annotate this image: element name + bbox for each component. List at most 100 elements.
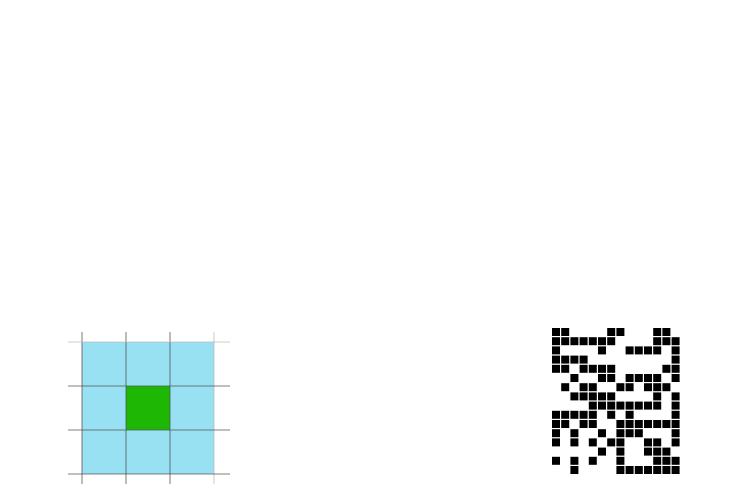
pattern-pixel — [644, 374, 652, 382]
grid-cell — [82, 342, 126, 386]
pattern-pixel — [653, 438, 662, 447]
pattern-pixel — [588, 364, 597, 373]
pattern-pixel — [616, 456, 625, 465]
pattern-pixel — [579, 383, 588, 392]
pattern-pixel — [616, 328, 625, 336]
pattern-pixel — [671, 374, 680, 382]
pattern-pixel — [579, 410, 588, 419]
pattern-pixel — [607, 337, 616, 346]
pattern-pixel — [625, 420, 634, 428]
pattern-pixel — [662, 447, 671, 456]
pattern-pixel — [607, 392, 616, 401]
pattern-pixel — [570, 410, 579, 419]
pattern-pixel — [634, 346, 643, 355]
pattern-pixel — [598, 392, 606, 401]
pattern-pixel — [634, 420, 643, 428]
pattern-pixel — [561, 410, 570, 419]
pattern-pixel — [598, 364, 606, 373]
pattern-pixel — [662, 456, 671, 465]
pattern-pixel — [653, 383, 662, 392]
pattern-pixel — [644, 438, 652, 447]
pattern-pixel — [671, 466, 680, 474]
pattern-pixel — [634, 374, 643, 382]
pattern-pixel — [625, 346, 634, 355]
pattern-pixel — [653, 392, 662, 401]
pattern-pixel — [644, 420, 652, 428]
pattern-pixel — [671, 364, 680, 373]
pattern-pixel — [653, 456, 662, 465]
grid-cell — [126, 342, 170, 386]
pattern-pixel — [561, 355, 570, 364]
pattern-pixel — [570, 466, 579, 474]
pattern-pixel — [625, 383, 634, 392]
pattern-pixel — [616, 447, 625, 456]
pattern-pixel — [570, 355, 579, 364]
grid-diagram — [68, 332, 230, 484]
pattern-pixel — [579, 337, 588, 346]
pattern-pixel — [588, 383, 597, 392]
pattern-pixel — [616, 438, 625, 447]
pattern-pixel — [671, 420, 680, 428]
grid-cell — [170, 342, 214, 386]
pattern-pixel — [598, 447, 606, 456]
pattern-pixel — [625, 401, 634, 410]
pattern-pixel — [552, 337, 560, 346]
pattern-pixel — [653, 346, 662, 355]
pattern-pixel — [644, 466, 652, 474]
pattern-pixel — [588, 401, 597, 410]
grid-cell — [126, 430, 170, 474]
pixel-pattern — [552, 328, 680, 474]
pattern-pixel — [644, 447, 652, 456]
pattern-pixel — [653, 447, 662, 456]
pattern-pixel — [561, 420, 570, 428]
pattern-pixel — [616, 383, 625, 392]
pattern-pixel — [579, 420, 588, 428]
pattern-pixel — [662, 420, 671, 428]
pattern-pixel — [671, 456, 680, 465]
pattern-pixel — [598, 374, 606, 382]
pattern-pixel — [561, 337, 570, 346]
pattern-pixel — [671, 401, 680, 410]
highlighted-cell — [126, 386, 170, 430]
pattern-pixel — [607, 410, 616, 419]
pattern-pixel — [662, 383, 671, 392]
pattern-pixel — [552, 420, 560, 428]
pattern-pixel — [616, 429, 625, 438]
pattern-pixel — [653, 420, 662, 428]
pattern-pixel — [634, 466, 643, 474]
pattern-pixel — [561, 328, 570, 336]
pattern-pixel — [671, 410, 680, 419]
pattern-pixel — [653, 466, 662, 474]
pattern-pixel — [561, 364, 570, 373]
pattern-pixel — [607, 364, 616, 373]
pattern-pixel — [552, 346, 560, 355]
pattern-pixel — [552, 355, 560, 364]
grid-cell — [82, 430, 126, 474]
pattern-pixel — [616, 466, 625, 474]
pattern-pixel — [616, 401, 625, 410]
pattern-pixel — [653, 401, 662, 410]
pattern-pixel — [598, 401, 606, 410]
pattern-pixel — [579, 364, 588, 373]
pattern-pixel — [671, 337, 680, 346]
pattern-pixel — [588, 410, 597, 419]
pattern-pixel — [653, 337, 662, 346]
pattern-pixel — [552, 456, 560, 465]
pattern-pixel — [598, 337, 606, 346]
pattern-pixel — [671, 346, 680, 355]
pattern-pixel — [570, 374, 579, 382]
pattern-pixel — [588, 337, 597, 346]
pattern-pixel — [671, 355, 680, 364]
pattern-pixel — [579, 392, 588, 401]
pattern-pixel — [570, 438, 579, 447]
grid-cell — [170, 386, 214, 430]
pattern-pixel — [625, 429, 634, 438]
pattern-pixel — [653, 328, 662, 336]
pattern-pixel — [552, 328, 560, 336]
pattern-pixel — [653, 374, 662, 382]
pattern-pixel — [607, 438, 616, 447]
pattern-pixel — [671, 429, 680, 438]
pattern-pixel — [588, 420, 597, 428]
pattern-pixel — [625, 410, 634, 419]
